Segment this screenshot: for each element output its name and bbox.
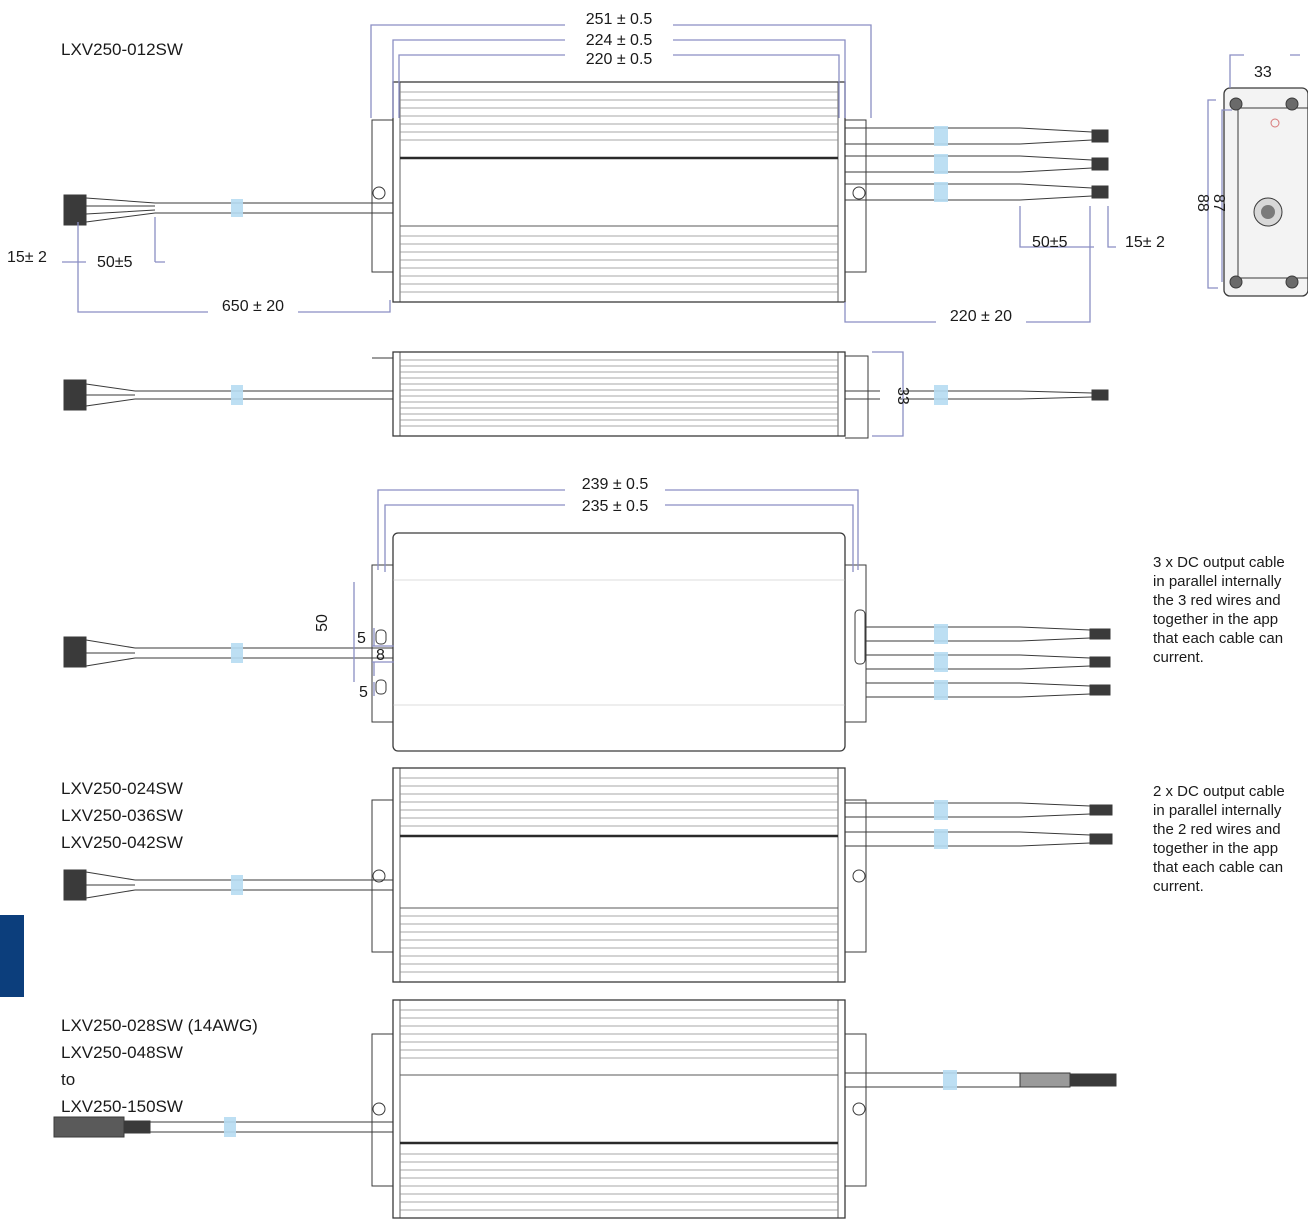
- view-1-body: [371, 81, 867, 303]
- side-tab: [0, 915, 24, 997]
- view-4-body: [371, 767, 867, 983]
- dim-overall-length-label: 251 ± 0.5: [586, 11, 653, 28]
- model-line: LXV250-042SW: [61, 833, 183, 852]
- view-4-top: [63, 767, 1113, 983]
- dim-mount-length-label: 224 ± 0.5: [586, 32, 653, 49]
- note-line: together in the app: [1153, 611, 1279, 628]
- note-line: current.: [1153, 878, 1204, 895]
- note-line: the 3 red wires and: [1153, 592, 1281, 609]
- view-1-input-cable: [63, 194, 393, 226]
- model-line: to: [61, 1070, 76, 1089]
- note-line: in parallel internally: [1153, 802, 1282, 819]
- view-2-cables: [63, 379, 1109, 411]
- end-view-body: [1223, 87, 1308, 297]
- note-3-cables: 3 x DC output cable in parallel internal…: [1153, 553, 1308, 667]
- dim-body-length-label: 220 ± 0.5: [586, 51, 653, 68]
- note-2-cables: 2 x DC output cable in parallel internal…: [1153, 782, 1308, 896]
- view-3-cables: [63, 624, 1111, 700]
- dim-end-inner-height-label: 87: [1210, 194, 1227, 212]
- dim-side-height-label: 33: [894, 387, 911, 405]
- view-4-cables: [63, 800, 1113, 901]
- view-2-dimension-lines: [872, 351, 904, 437]
- model-caption-v5: LXV250-028SW (14AWG) LXV250-048SW to LXV…: [61, 1012, 258, 1120]
- model-line: LXV250-028SW (14AWG): [61, 1016, 258, 1035]
- view-5-cables: [53, 1070, 1117, 1138]
- dim-hole-top-label: 5: [357, 630, 366, 647]
- end-view: 33 88 87: [1194, 54, 1308, 297]
- dim-end-outer-height-label: 88: [1194, 194, 1211, 212]
- dim-hole-mid-label: 8: [376, 647, 385, 664]
- model-line: LXV250-036SW: [61, 806, 183, 825]
- note-line: that each cable can: [1153, 630, 1284, 647]
- end-view-dimension-lines: [1207, 54, 1300, 289]
- view-2-body: [372, 351, 869, 439]
- dim-output-cable-label: 220 ± 20: [950, 308, 1012, 325]
- view-1-dimension-lines: [62, 24, 1116, 323]
- dim-input-split-label: 50±5: [97, 254, 133, 271]
- dim-end-width-label: 33: [1254, 64, 1272, 81]
- note-line: together in the app: [1153, 840, 1279, 857]
- view-5-top: [53, 999, 1117, 1219]
- dim-tab-height-label: 50: [314, 614, 331, 632]
- model-caption-v1: LXV250-012SW: [61, 36, 183, 63]
- view-1-output-cables: [845, 126, 1109, 202]
- note-line: 3 x DC output cable: [1153, 554, 1285, 571]
- dim-input-cable-label: 650 ± 20: [222, 298, 284, 315]
- note-line: the 2 red wires and: [1153, 821, 1281, 838]
- dim-output-split-label: 50±5: [1032, 234, 1068, 251]
- view-1-top: 251 ± 0.5 224 ± 0.5 220 ± 0.5 15± 2 50±5…: [7, 9, 1165, 326]
- view-1-dim-labels: 251 ± 0.5 224 ± 0.5 220 ± 0.5 15± 2 50±5…: [7, 9, 1165, 326]
- note-line: that each cable can: [1153, 859, 1284, 876]
- dim-input-strip-label: 15± 2: [7, 249, 47, 266]
- model-caption-v4: LXV250-024SW LXV250-036SW LXV250-042SW: [61, 775, 183, 856]
- model-line: LXV250-048SW: [61, 1043, 183, 1062]
- end-view-dim-labels: 33 88 87: [1194, 64, 1272, 212]
- view-3-dim-labels: 239 ± 0.5 235 ± 0.5 50 5 8 5: [314, 474, 665, 701]
- model-line: LXV250-150SW: [61, 1097, 183, 1116]
- dim-hole-bottom-label: 5: [359, 684, 368, 701]
- note-line: in parallel internally: [1153, 573, 1282, 590]
- dim-output-strip-label: 15± 2: [1125, 234, 1165, 251]
- model-line: LXV250-012SW: [61, 40, 183, 59]
- note-line: current.: [1153, 649, 1204, 666]
- view-2-side: 33: [63, 351, 1109, 439]
- dim-v3-body-length-label: 235 ± 0.5: [582, 498, 649, 515]
- dim-v3-overall-length-label: 239 ± 0.5: [582, 476, 649, 493]
- view-3-dimension-lines: [353, 489, 859, 696]
- note-line: 2 x DC output cable: [1153, 783, 1285, 800]
- model-line: LXV250-024SW: [61, 779, 183, 798]
- view-5-body: [371, 999, 867, 1219]
- view-3-bottom: 239 ± 0.5 235 ± 0.5 50 5 8 5: [63, 474, 1111, 752]
- view-3-body: [371, 532, 867, 752]
